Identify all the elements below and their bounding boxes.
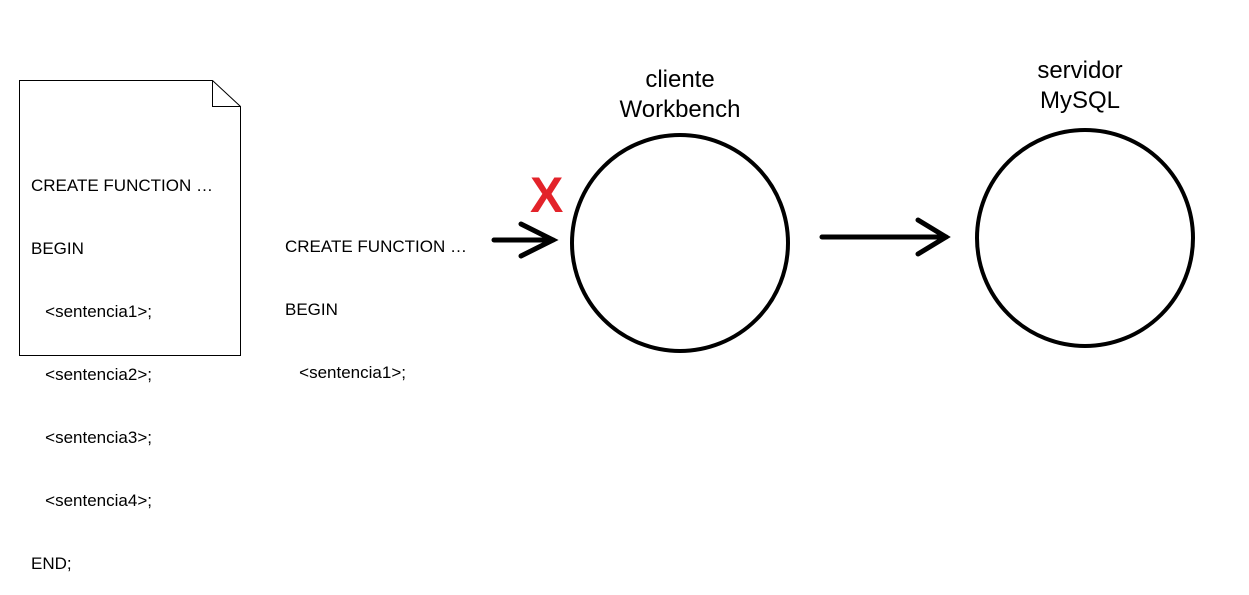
arrow-to-server [819,217,951,257]
code-line: CREATE FUNCTION … [285,237,467,256]
error-x-icon: X [530,167,564,223]
document-code: CREATE FUNCTION … BEGIN <sentencia1>; <s… [31,133,213,595]
arrow-to-client [491,221,559,259]
server-label-line1: servidor [1037,57,1123,84]
code-line: <sentencia1>; [31,302,152,321]
code-line: <sentencia3>; [31,428,152,447]
client-label-line2: Workbench [619,96,741,123]
diagram-shapes [19,80,1195,356]
code-line: BEGIN [31,239,84,258]
client-circle [570,133,790,353]
code-line: BEGIN [285,300,338,319]
partial-code: CREATE FUNCTION … BEGIN <sentencia1>; [285,194,467,404]
document-fold [212,80,241,107]
code-line: <sentencia4>; [31,491,152,510]
server-circle [975,128,1195,348]
code-line: END; [31,554,72,573]
client-label: cliente Workbench [560,65,800,125]
server-label: servidor MySQL [960,56,1200,116]
code-line: CREATE FUNCTION … [31,176,213,195]
code-line: <sentencia2>; [31,365,152,384]
server-label-line2: MySQL [1039,87,1120,114]
code-line: <sentencia1>; [285,363,406,382]
document-shape [19,80,241,356]
client-label-line1: cliente [645,66,715,93]
